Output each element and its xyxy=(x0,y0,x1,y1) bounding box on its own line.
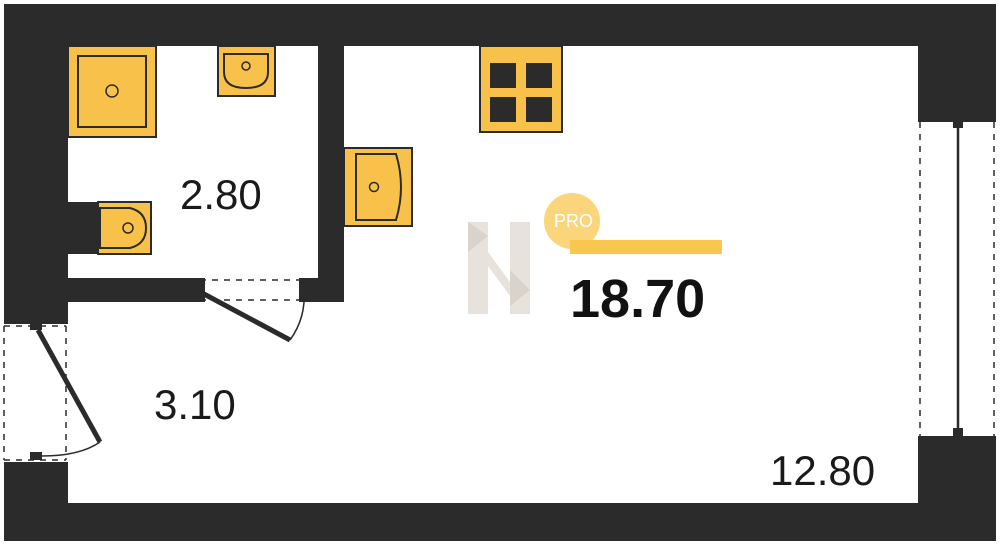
washbasin-icon xyxy=(343,147,413,227)
wall-right-upper xyxy=(918,4,996,122)
living-room-area-label: 12.80 xyxy=(770,447,876,494)
pro-badge-label: PRO xyxy=(554,211,594,231)
window-right xyxy=(918,120,996,436)
toilet-icon xyxy=(68,201,152,255)
door-leaf xyxy=(202,291,292,343)
watermark-logo xyxy=(468,222,530,314)
stove-icon xyxy=(479,45,563,133)
wall-right-lower xyxy=(918,436,996,541)
bathtub-icon xyxy=(67,45,157,138)
wall-left-lower xyxy=(4,462,68,541)
walls xyxy=(4,4,996,541)
bathroom-area-label: 2.80 xyxy=(180,171,262,218)
sink-icon xyxy=(217,45,276,97)
wall-bathroom-right xyxy=(318,46,344,302)
accent-bar xyxy=(570,240,722,254)
door-leaf xyxy=(35,328,103,444)
hallway-area-label: 3.10 xyxy=(154,381,236,428)
wall-left-upper xyxy=(4,4,68,324)
total-area-label: 18.70 xyxy=(570,269,706,329)
bathroom-door xyxy=(195,278,309,343)
wall-top xyxy=(4,4,996,46)
wall-bottom xyxy=(4,503,996,541)
wall-bathroom-bottom-left xyxy=(68,278,196,302)
pro-badge xyxy=(544,193,600,249)
wall-bathroom-bottom-right xyxy=(304,278,344,302)
entrance-door xyxy=(3,322,103,461)
